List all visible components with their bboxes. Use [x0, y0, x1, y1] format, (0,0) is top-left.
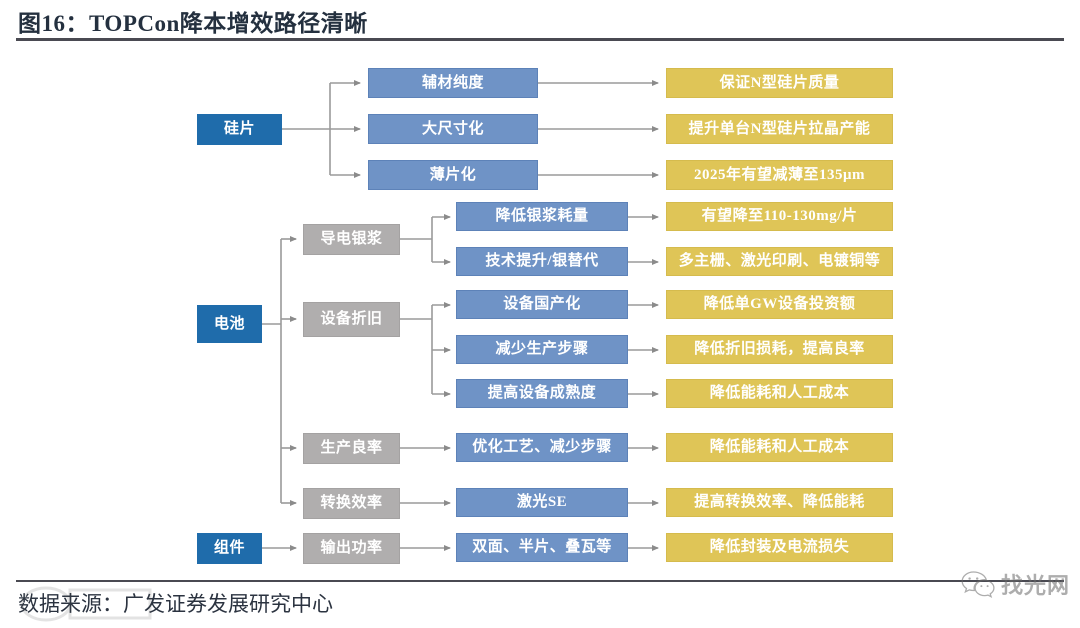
stage-node-output-power[interactable]: 输出功率: [303, 533, 400, 564]
effect-node-e3[interactable]: 2025年有望减薄至135μm: [666, 160, 893, 190]
root-node-module[interactable]: 组件: [197, 533, 262, 564]
stage-node-equip-depreciation[interactable]: 设备折旧: [303, 302, 400, 337]
measure-node-m9[interactable]: 优化工艺、减少步骤: [456, 433, 628, 462]
measure-node-m10[interactable]: 激光SE: [456, 488, 628, 517]
effect-node-e8[interactable]: 降低能耗和人工成本: [666, 379, 893, 408]
effect-node-e7[interactable]: 降低折旧损耗，提高良率: [666, 335, 893, 364]
stage-node-silver-paste[interactable]: 导电银浆: [303, 224, 400, 255]
measure-node-m6[interactable]: 设备国产化: [456, 290, 628, 319]
page-title: 图16：TOPCon降本增效路径清晰: [18, 11, 368, 36]
effect-node-e5[interactable]: 多主栅、激光印刷、电镀铜等: [666, 247, 893, 276]
effect-node-e11[interactable]: 降低封装及电流损失: [666, 533, 893, 562]
measure-node-m5[interactable]: 技术提升/银替代: [456, 247, 628, 276]
measure-node-m3[interactable]: 薄片化: [368, 160, 538, 190]
root-node-cell[interactable]: 电池: [197, 305, 262, 343]
header-divider: [16, 38, 1064, 41]
effect-node-e4[interactable]: 有望降至110-130mg/片: [666, 202, 893, 231]
root-node-silicon[interactable]: 硅片: [197, 114, 282, 145]
effect-node-e2[interactable]: 提升单台N型硅片拉晶产能: [666, 114, 893, 144]
measure-node-m1[interactable]: 辅材纯度: [368, 68, 538, 98]
measure-node-m2[interactable]: 大尺寸化: [368, 114, 538, 144]
stage-node-conversion-efficiency[interactable]: 转换效率: [303, 488, 400, 519]
footer-divider: [16, 580, 1064, 582]
connector-layer: [262, 80, 659, 551]
diagram-canvas: 硅片 电池 组件 导电银浆 设备折旧 生产良率 转换效率 输出功率 辅材纯度 大…: [0, 44, 1080, 578]
effect-node-e6[interactable]: 降低单GW设备投资额: [666, 290, 893, 319]
effect-node-e1[interactable]: 保证N型硅片质量: [666, 68, 893, 98]
measure-node-m4[interactable]: 降低银浆耗量: [456, 202, 628, 231]
measure-node-m8[interactable]: 提高设备成熟度: [456, 379, 628, 408]
stage-node-yield-rate[interactable]: 生产良率: [303, 433, 400, 464]
measure-node-m11[interactable]: 双面、半片、叠瓦等: [456, 533, 628, 562]
data-source-label: 数据来源：广发证券发展研究中心: [18, 592, 333, 616]
effect-node-e10[interactable]: 提高转换效率、降低能耗: [666, 488, 893, 517]
measure-node-m7[interactable]: 减少生产步骤: [456, 335, 628, 364]
effect-node-e9[interactable]: 降低能耗和人工成本: [666, 433, 893, 462]
